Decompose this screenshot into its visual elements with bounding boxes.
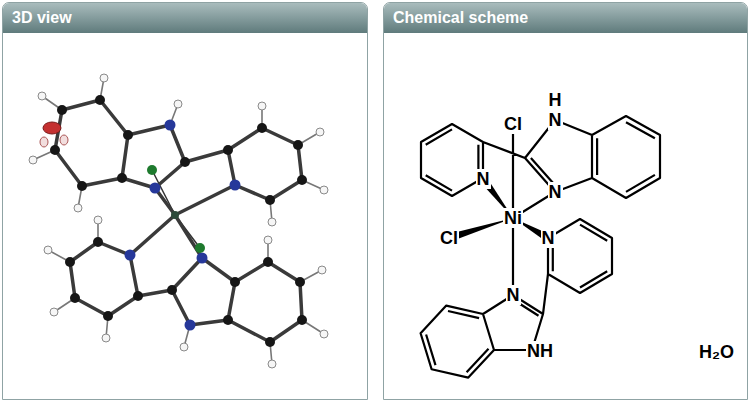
panel: Chemical scheme	[383, 2, 748, 400]
h-atom	[320, 186, 328, 194]
c-atom	[57, 105, 67, 115]
c-atom	[265, 195, 275, 205]
h-bonds	[33, 78, 324, 364]
c-atom	[265, 337, 275, 347]
atom-label: NH	[526, 341, 554, 361]
panel-heading: Chemical scheme	[384, 3, 747, 33]
c-atom	[297, 175, 307, 185]
c-atom	[257, 123, 267, 133]
h-atom	[268, 360, 276, 368]
atom-label: H₂O	[698, 342, 735, 362]
h-atom	[44, 246, 52, 254]
atom-label: N	[476, 169, 491, 189]
bond-lines	[421, 116, 660, 378]
h-atom	[60, 135, 68, 145]
h-atom	[174, 100, 182, 108]
c-atom	[50, 145, 60, 155]
atom-label: N	[541, 228, 556, 248]
h-atom	[268, 218, 276, 226]
h-atom	[180, 343, 188, 351]
h-atom	[258, 102, 266, 110]
structural-formula	[421, 116, 660, 378]
h-atom	[318, 266, 326, 274]
nitrogen-atoms	[125, 120, 241, 331]
h-atom	[100, 74, 108, 82]
h-atom	[102, 334, 110, 342]
hydrogen-atoms	[29, 74, 328, 368]
ni-atom	[171, 211, 179, 219]
panel-heading: 3D view	[3, 3, 367, 33]
c-atom	[65, 257, 75, 267]
c-atom	[123, 130, 133, 140]
h-atom	[316, 128, 324, 136]
c-atom	[70, 293, 80, 303]
h-atom	[264, 236, 272, 244]
c-atom	[293, 140, 303, 150]
ball-and-stick-model	[29, 74, 328, 368]
h-atom	[50, 308, 58, 316]
h-atom	[94, 216, 102, 224]
c-atom	[117, 173, 127, 183]
cl-atom	[195, 243, 205, 253]
h-atom	[320, 330, 328, 338]
cl-bonds	[152, 170, 200, 248]
panel: 3D view	[2, 2, 368, 400]
h-atom	[40, 137, 48, 147]
atom-label: Cl	[439, 228, 459, 248]
atom-label: H	[548, 90, 563, 110]
n-atom	[165, 120, 176, 131]
cl-atom	[147, 165, 157, 175]
atom-label: Cl	[503, 114, 523, 134]
atom-label: N	[506, 285, 521, 305]
n-atom	[150, 183, 161, 194]
carbon-atoms	[50, 95, 307, 347]
c-atom	[180, 157, 190, 167]
c-atom	[167, 285, 177, 295]
h-atom	[29, 156, 37, 164]
o-atom	[43, 122, 61, 134]
n-atom	[230, 180, 241, 191]
h-atom	[38, 92, 46, 100]
c-atom	[230, 277, 240, 287]
n-atom	[185, 320, 196, 331]
c-atom	[263, 257, 273, 267]
c-atom	[103, 311, 113, 321]
atom-label: Ni	[503, 208, 523, 228]
heavy-bonds	[55, 100, 302, 342]
c-atom	[77, 181, 87, 191]
atom-label: N	[548, 182, 563, 202]
c-atom	[95, 95, 105, 105]
c-atom	[297, 315, 307, 325]
atom-label: N	[548, 110, 563, 130]
n-atom	[197, 253, 208, 264]
c-atom	[93, 237, 103, 247]
c-atom	[223, 315, 233, 325]
water-molecule	[40, 122, 68, 147]
h-atom	[74, 204, 82, 212]
c-atom	[223, 145, 233, 155]
n-atom	[125, 250, 136, 261]
c-atom	[295, 277, 305, 287]
c-atom	[133, 291, 143, 301]
